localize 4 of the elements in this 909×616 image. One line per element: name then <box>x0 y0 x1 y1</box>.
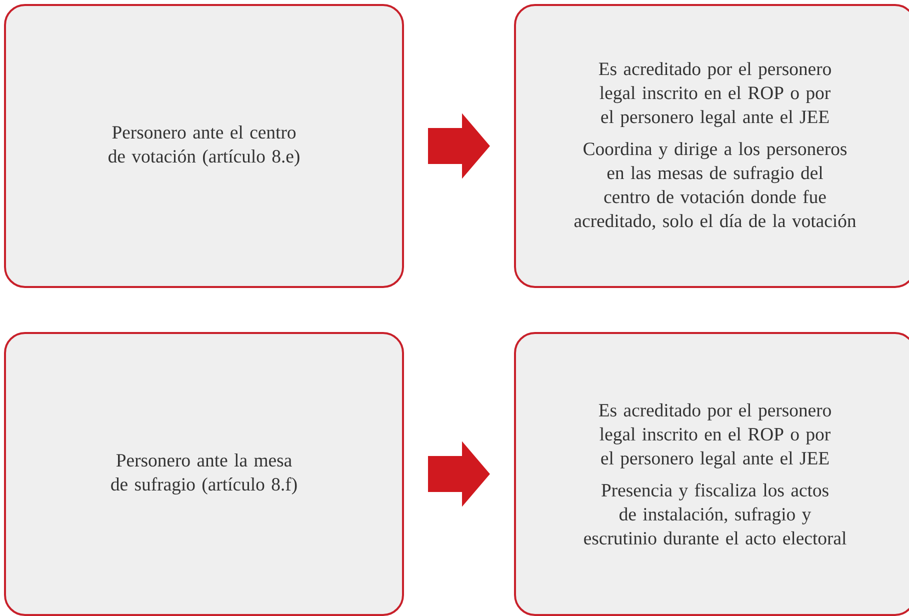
text-box: Es acreditado por el personero legal inscrito en el ROP o por el personero legal ante el JEE Coordina y dirige a los personeros en las mesas de sufragio del centro de votación donde fue acreditado, solo el día de la votación <box>514 4 909 288</box>
text-box: Personero ante el centro de votación (artículo 8.e) <box>4 4 404 288</box>
text-box: Personero ante la mesa de sufragio (artículo 8.f) <box>4 332 404 616</box>
text-box: Es acreditado por el personero legal inscrito en el ROP o por el personero legal ante el JEE Presencia y fiscaliza los actos de instalación, sufragio y escrutinio durante el acto electoral <box>514 332 909 616</box>
